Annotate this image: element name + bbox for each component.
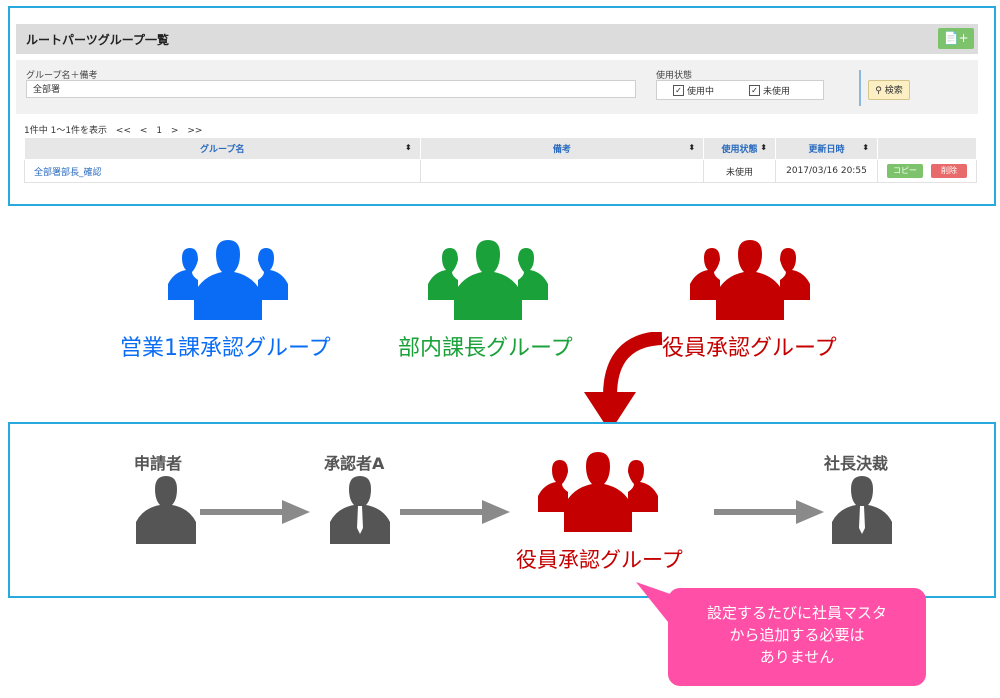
group-name-input[interactable]: 全部署 xyxy=(26,80,636,98)
step-label-applicant: 申請者 xyxy=(134,454,183,473)
applicant-person-icon xyxy=(136,476,196,544)
pager: 1件中 1〜1件を表示 << < 1 > >> xyxy=(24,123,208,136)
pager-summary: 1件中 1〜1件を表示 xyxy=(24,126,108,136)
group-label-executives: 役員承認グループ xyxy=(662,336,837,361)
column-header-actions xyxy=(877,137,977,160)
actions-cell: コピー削除 xyxy=(877,159,977,183)
status-in-use-checkbox[interactable]: ✓ xyxy=(673,85,684,96)
sort-icon: ⬍ xyxy=(688,143,696,152)
president-person-icon xyxy=(832,476,892,544)
step-label-president: 社長決裁 xyxy=(824,454,889,473)
search-button[interactable]: ⚲ 検索 xyxy=(868,80,910,100)
approver-person-icon xyxy=(330,476,390,544)
sort-icon: ⬍ xyxy=(862,143,869,152)
updated-cell: 2017/03/16 20:55 xyxy=(774,159,879,183)
delete-button[interactable]: 削除 xyxy=(931,164,967,178)
callout-line-1: 設定するたびに社員マスタ xyxy=(706,604,887,622)
file-plus-icon: 📄+ xyxy=(943,31,969,45)
flow-arrow-right-icon xyxy=(714,500,824,524)
section-manager-group-people-icon xyxy=(428,240,548,320)
status-label: 使用状態 xyxy=(656,71,693,81)
callout-line-3: ありません xyxy=(759,648,835,666)
sort-icon: ⬍ xyxy=(404,143,412,152)
flow-arrow-right-icon xyxy=(400,500,510,524)
executive-group-step-icon xyxy=(538,452,658,532)
group-name-label: グループ名＋備考 xyxy=(26,71,98,81)
flow-arrow-right-icon xyxy=(200,500,310,524)
copy-button[interactable]: コピー xyxy=(887,164,923,178)
pager-page[interactable]: 1 xyxy=(156,126,163,136)
search-icon: ⚲ xyxy=(875,86,882,96)
pager-first[interactable]: << xyxy=(115,126,132,136)
sales-group-people-icon xyxy=(168,240,288,320)
callout-bubble: 設定するたびに社員マスタ から追加する必要は ありません xyxy=(668,588,926,686)
add-group-button[interactable]: 📄+ xyxy=(938,28,974,49)
callout-line-2: から追加する必要は xyxy=(729,626,865,644)
callout-pointer xyxy=(636,582,676,632)
step-label-executive-group: 役員承認グループ xyxy=(516,548,683,572)
group-label-sales: 営業1課承認グループ xyxy=(120,336,331,361)
column-header-note[interactable]: 備考⬍ xyxy=(419,137,705,160)
group-table: グループ名⬍ 備考⬍ 使用状態⬍ 更新日時⬍ 全部署部長_確認 未使用 2017… xyxy=(24,137,977,183)
status-unused-checkbox[interactable]: ✓ xyxy=(749,85,760,96)
curved-down-arrow-icon xyxy=(584,332,663,432)
executive-group-people-icon xyxy=(690,240,810,320)
column-header-updated[interactable]: 更新日時⬍ xyxy=(774,137,879,160)
step-label-approver-a: 承認者A xyxy=(324,454,385,473)
page-title: ルートパーツグループ一覧 xyxy=(26,33,170,47)
column-header-status[interactable]: 使用状態⬍ xyxy=(703,137,776,160)
pager-next[interactable]: > xyxy=(170,126,179,136)
group-label-section-managers: 部内課長グループ xyxy=(398,336,573,361)
search-button-label: 検索 xyxy=(884,86,903,96)
search-divider xyxy=(859,70,861,106)
table-row: 全部署部長_確認 未使用 2017/03/16 20:55 コピー削除 xyxy=(24,159,977,183)
pager-prev[interactable]: < xyxy=(139,126,148,136)
sort-icon: ⬍ xyxy=(760,143,767,152)
callout-text: 設定するたびに社員マスタ から追加する必要は ありません xyxy=(668,602,926,668)
search-area: グループ名＋備考 全部署 使用状態 ✓ 使用中 ✓ 未使用 ⚲ 検索 xyxy=(16,60,978,114)
note-cell xyxy=(419,159,705,183)
status-unused-label: 未使用 xyxy=(763,87,791,97)
column-header-group-name[interactable]: グループ名⬍ xyxy=(24,137,421,160)
status-checkbox-group: ✓ 使用中 ✓ 未使用 xyxy=(656,80,824,100)
status-cell: 未使用 xyxy=(703,159,776,183)
list-header: ルートパーツグループ一覧 📄+ xyxy=(16,24,978,54)
status-in-use-label: 使用中 xyxy=(687,87,715,97)
group-name-link[interactable]: 全部署部長_確認 xyxy=(34,167,102,178)
pager-last[interactable]: >> xyxy=(187,126,203,136)
